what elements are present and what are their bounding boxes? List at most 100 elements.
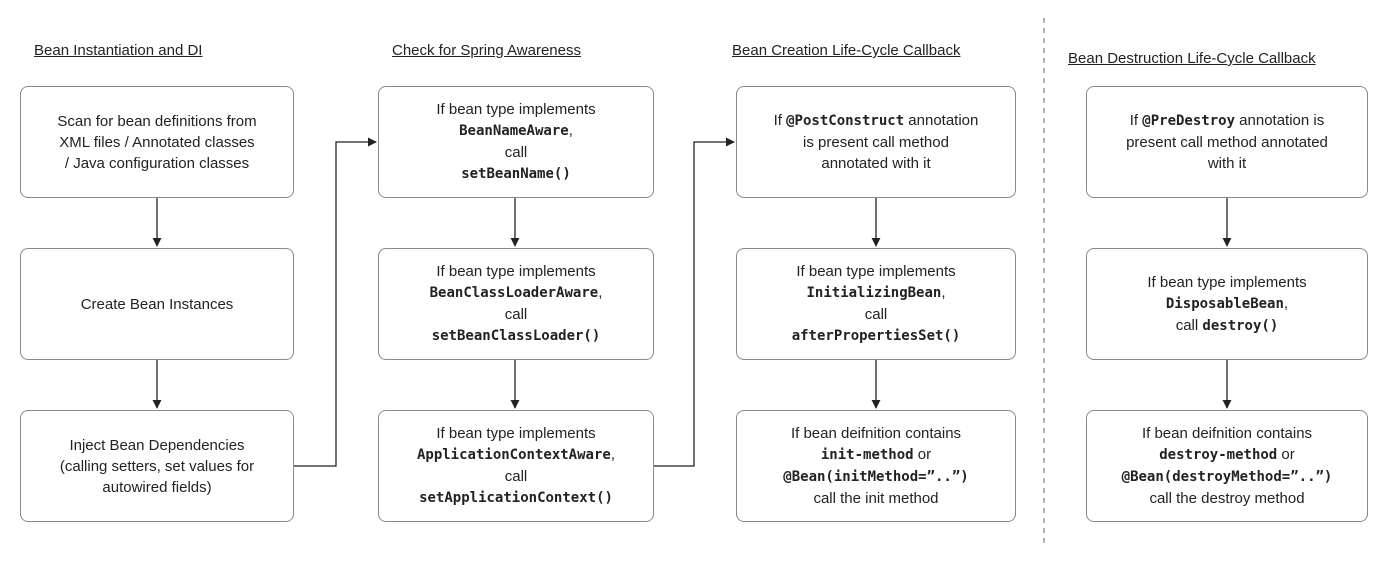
code-text: destroy() (1202, 317, 1279, 334)
code-text: BeanClassLoaderAware (429, 285, 599, 301)
box-text: call the destroy method (1149, 490, 1305, 507)
box-text: annotated with it (821, 155, 931, 172)
box-line: annotated with it (821, 153, 930, 174)
code-text: @Bean(destroyMethod=”..”) (1121, 469, 1333, 485)
code-text: InitializingBean (806, 285, 942, 301)
box-line: call the destroy method (1149, 488, 1304, 509)
box-text: , (598, 284, 603, 301)
box-text: If bean type implements (436, 263, 596, 280)
box-line: setApplicationContext() (419, 487, 613, 509)
box-text: Inject Bean Dependencies (69, 436, 245, 454)
box-line: call (505, 304, 528, 325)
box-text: If (773, 112, 787, 129)
box-text: XML files / Annotated classes (59, 133, 255, 151)
box-text: annotation is (1235, 112, 1325, 129)
box-line: @Bean(destroyMethod=”..”) (1122, 466, 1333, 488)
code-text: setBeanClassLoader() (431, 328, 601, 344)
column-title-creation: Bean Creation Life-Cycle Callback (732, 42, 961, 59)
box-text: , (568, 122, 573, 139)
box-line: XML files / Annotated classes (59, 132, 254, 153)
box-text: annotation (904, 112, 979, 129)
box-line: present call method annotated (1126, 132, 1328, 153)
box-text: (calling setters, set values for (59, 457, 255, 475)
box-line: is present call method (803, 132, 949, 153)
code-text: @PreDestroy (1142, 113, 1235, 129)
box-text: If (1129, 112, 1143, 129)
column-title-awareness: Check for Spring Awareness (392, 42, 581, 59)
code-text: ApplicationContextAware (416, 447, 611, 463)
code-text: @PostConstruct (786, 113, 905, 129)
code-text: init-method (820, 447, 914, 463)
column-title-instantiation: Bean Instantiation and DI (34, 42, 203, 59)
box-line: DisposableBean, (1166, 293, 1288, 315)
box-line: with it (1208, 153, 1246, 174)
box-text: , (941, 284, 946, 301)
box-line: If bean type implements (436, 423, 595, 444)
box-line: init-method or (821, 444, 931, 466)
box-line: afterPropertiesSet() (792, 325, 961, 347)
box-text: call (504, 306, 528, 323)
box-text: If bean type implements (436, 101, 596, 118)
box-line: If bean type implements (436, 261, 595, 282)
code-text: destroy-method (1159, 447, 1278, 463)
code-text: @Bean(initMethod=”..”) (783, 469, 969, 485)
box-init-method: If bean deifnition contains init-method o… (736, 410, 1016, 522)
box-text: If bean type implements (796, 263, 956, 280)
box-line: Inject Bean Dependencies (69, 435, 244, 456)
box-create-instances: Create Bean Instances (20, 248, 294, 360)
box-line: @Bean(initMethod=”..”) (783, 466, 968, 488)
box-text: / Java configuration classes (64, 154, 250, 172)
box-line: BeanNameAware, (459, 120, 573, 142)
column-title-destruction: Bean Destruction Life-Cycle Callback (1068, 50, 1316, 67)
box-text: with it (1207, 155, 1247, 172)
box-text: , (610, 446, 616, 463)
box-line: If @PreDestroy annotation is (1130, 110, 1324, 132)
box-line: call the init method (813, 488, 938, 509)
elbow-awareness-to-creation (654, 137, 735, 467)
box-line: If bean deifnition contains (1142, 423, 1312, 444)
box-text: call (504, 468, 528, 485)
box-text: or (1277, 446, 1295, 463)
box-line: If bean deifnition contains (791, 423, 961, 444)
box-line: Create Bean Instances (81, 294, 234, 315)
box-line: (calling setters, set values for (60, 456, 254, 477)
box-line: call (865, 304, 888, 325)
box-text: or (913, 446, 932, 463)
box-inject-dependencies: Inject Bean Dependencies (calling setters… (20, 410, 294, 522)
box-text: If bean deifnition contains (790, 425, 962, 442)
box-line: call destroy() (1176, 315, 1279, 337)
box-line: setBeanClassLoader() (432, 325, 601, 347)
code-text: BeanNameAware (459, 123, 569, 139)
box-line: If bean type implements (436, 99, 595, 120)
box-line: InitializingBean, (806, 282, 945, 304)
box-text: autowired fields) (102, 478, 212, 496)
box-line: ApplicationContextAware, (417, 444, 615, 466)
code-text: setBeanName() (461, 166, 571, 182)
box-pre-destroy: If @PreDestroy annotation is present call… (1086, 86, 1368, 198)
box-text: is present call method (803, 134, 949, 151)
box-destroy-method: If bean deifnition contains destroy-metho… (1086, 410, 1368, 522)
box-line: If bean type implements (1147, 272, 1306, 293)
box-line: / Java configuration classes (65, 153, 249, 174)
code-text: setApplicationContext() (419, 490, 613, 506)
box-text: call (864, 306, 888, 323)
code-text: afterPropertiesSet() (791, 328, 961, 344)
box-text: present call method annotated (1126, 134, 1328, 151)
box-line: If bean type implements (796, 261, 955, 282)
box-text: , (1283, 294, 1289, 312)
box-text: Create Bean Instances (80, 295, 234, 313)
box-line: BeanClassLoaderAware, (430, 282, 603, 304)
box-text: If bean type implements (1147, 273, 1307, 291)
box-line: Scan for bean definitions from (57, 111, 256, 132)
elbow-inject-to-awareness (294, 137, 377, 467)
box-text: call (1175, 316, 1203, 334)
box-text: call (504, 144, 528, 161)
